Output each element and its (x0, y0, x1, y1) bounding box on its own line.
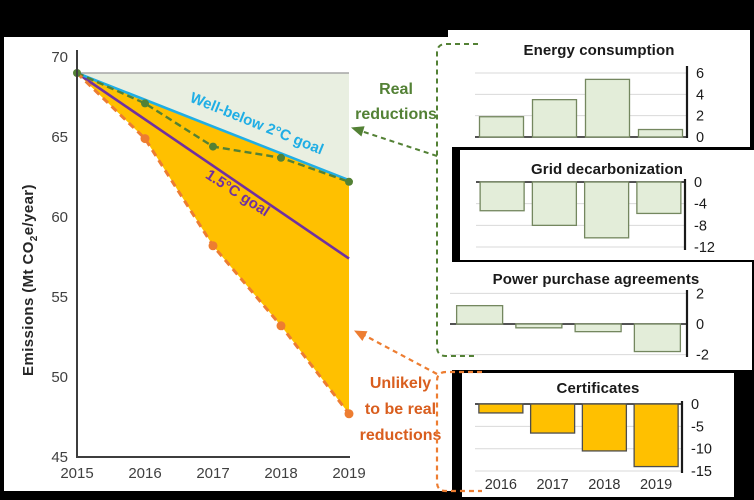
panel-card-power-purchase-agreements: Power purchase agreements 2 0 -2 (440, 262, 752, 370)
panel-card-certificates: Certificates 0 -5 -10 -15 2016 2017 2018 2019 (462, 373, 734, 497)
power-purchase-agreements-bar-chart: 2 0 -2 (450, 286, 709, 364)
annotation-unlikely-line: reductions (359, 427, 442, 444)
svg-text:-5: -5 (691, 419, 704, 435)
panel-title-grid-decarbonization: Grid decarbonization (530, 161, 683, 178)
panel-card-energy-consumption: Energy consumption 6 4 2 0 (448, 30, 750, 147)
panel-title-energy-consumption: Energy consumption (523, 42, 675, 59)
svg-text:4: 4 (696, 87, 704, 103)
svg-text:2: 2 (696, 109, 704, 125)
svg-text:45: 45 (51, 449, 68, 466)
svg-text:-12: -12 (694, 240, 715, 256)
svg-text:2015: 2015 (60, 465, 93, 482)
svg-text:-15: -15 (691, 464, 712, 480)
svg-text:2019: 2019 (332, 465, 365, 482)
annotation-unlikely-line: Unlikely (369, 375, 432, 392)
svg-text:-10: -10 (691, 442, 712, 458)
svg-text:55: 55 (51, 289, 68, 306)
svg-text:0: 0 (696, 130, 704, 146)
svg-text:2017: 2017 (196, 465, 229, 482)
svg-text:-2: -2 (696, 348, 709, 364)
annotation-real-reductions: Real reductions (331, 77, 461, 127)
annotation-unlikely-reductions: Unlikely to be real reductions (328, 371, 473, 449)
svg-text:-4: -4 (694, 197, 707, 213)
certificates-bar-chart: 0 -5 -10 -15 2016 2017 2018 2019 (475, 397, 712, 493)
grid-decarbonization-bar-chart: 0 -4 -8 -12 (476, 175, 715, 256)
y-axis-label: Emissions (Mt CO2e/year) (20, 184, 40, 376)
svg-text:70: 70 (51, 49, 68, 66)
svg-text:0: 0 (696, 317, 704, 333)
annotation-unlikely-line: to be real (364, 401, 437, 418)
svg-text:2: 2 (696, 286, 704, 302)
svg-text:6: 6 (696, 66, 704, 82)
energy-consumption-bar-chart: 6 4 2 0 (475, 66, 704, 146)
annotation-real-line: reductions (355, 106, 437, 123)
svg-text:2018: 2018 (588, 477, 620, 493)
svg-text:2018: 2018 (264, 465, 297, 482)
svg-text:2016: 2016 (128, 465, 161, 482)
svg-text:60: 60 (51, 209, 68, 226)
svg-text:0: 0 (691, 397, 699, 413)
svg-text:0: 0 (694, 175, 702, 191)
panel-title-certificates: Certificates (556, 380, 640, 397)
svg-text:65: 65 (51, 129, 68, 146)
svg-text:2017: 2017 (536, 477, 568, 493)
svg-text:2016: 2016 (485, 477, 517, 493)
annotation-real-line: Real (379, 81, 413, 98)
panel-card-grid-decarbonization: Grid decarbonization 0 -4 -8 -12 (460, 150, 754, 260)
panel-title-power-purchase-agreements: Power purchase agreements (492, 271, 700, 288)
svg-text:-8: -8 (694, 218, 707, 234)
svg-text:2019: 2019 (640, 477, 672, 493)
svg-text:50: 50 (51, 369, 68, 386)
